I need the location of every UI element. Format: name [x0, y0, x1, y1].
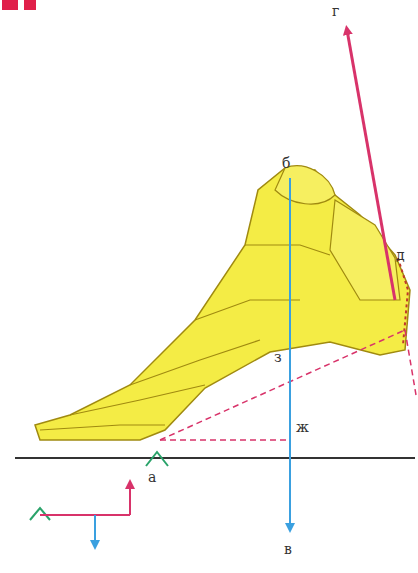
callout-letter: ж	[296, 420, 309, 434]
callout-letter: а	[148, 470, 156, 484]
callout-letter: б	[282, 156, 290, 170]
callout-letter: д	[396, 248, 405, 262]
callout-letter: г	[332, 4, 339, 18]
callout-letter: з	[274, 350, 282, 364]
callout-letter: в	[284, 542, 292, 556]
